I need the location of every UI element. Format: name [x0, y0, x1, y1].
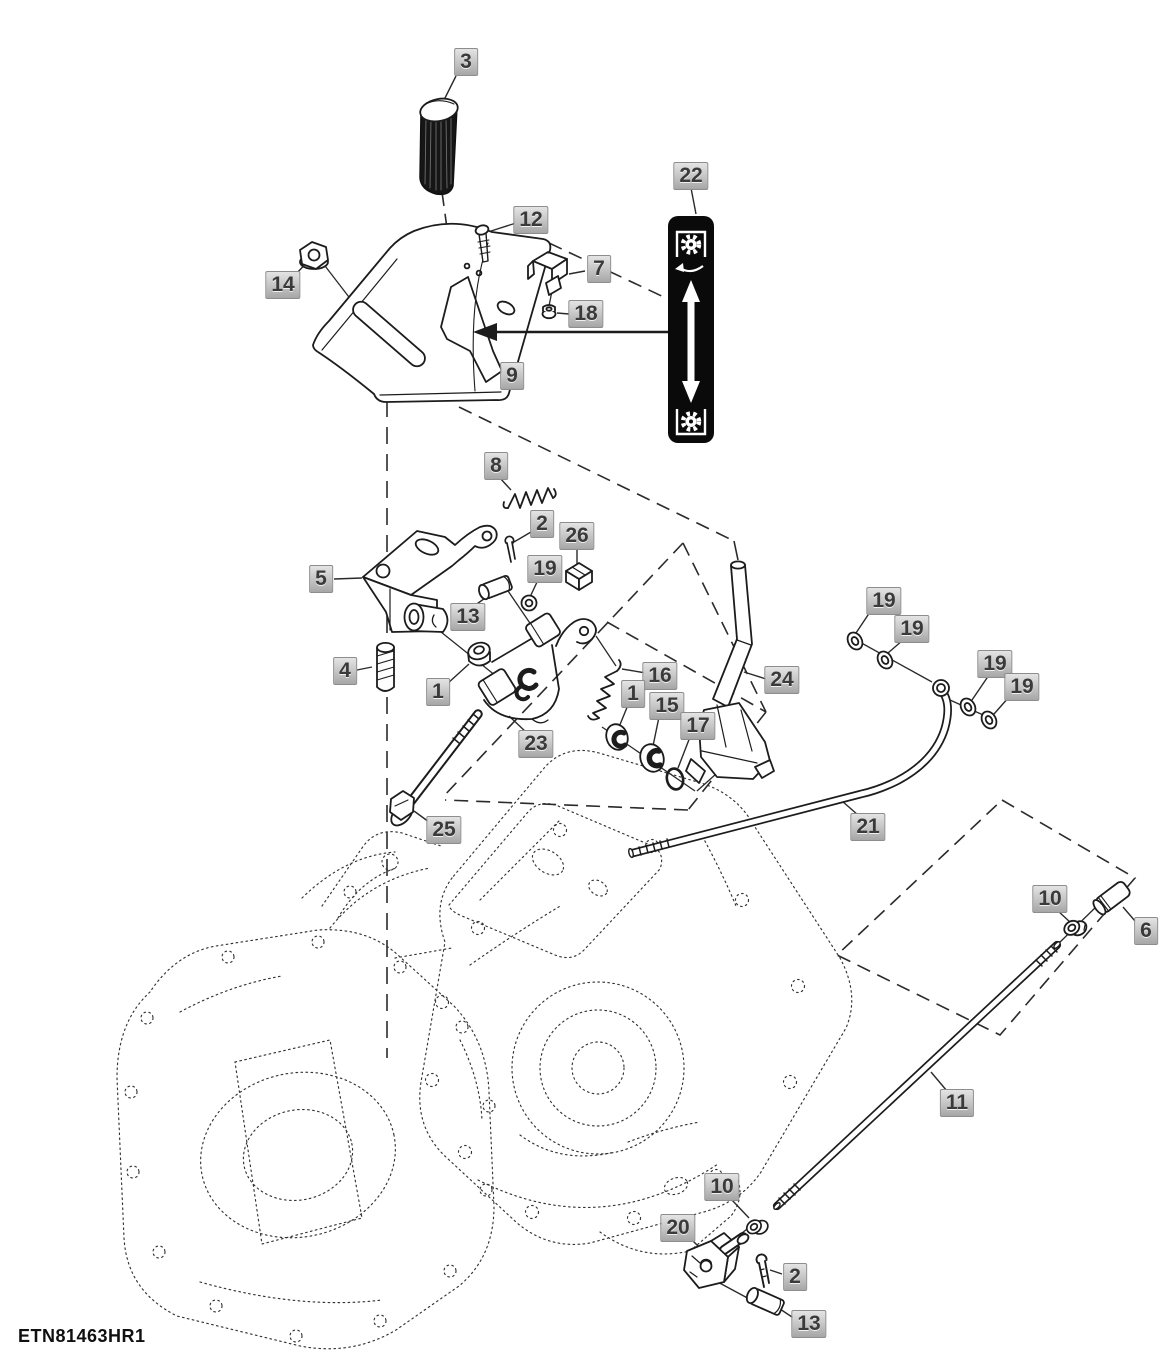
- transmission-housing-dotted: [116, 749, 853, 1350]
- part-spring-16: [587, 659, 622, 721]
- part-washer-19b: [846, 631, 864, 651]
- callout-8: 8: [484, 452, 508, 480]
- part-clevis-20: [683, 1232, 750, 1289]
- callout-13a: 13: [450, 603, 486, 631]
- part-washer-19a: [520, 594, 538, 612]
- part-pin-13b: [745, 1287, 785, 1316]
- gear-icon: [680, 411, 702, 432]
- rotate-arrow-icon: [675, 263, 704, 273]
- callout-18: 18: [568, 300, 604, 328]
- callout-25: 25: [426, 816, 462, 844]
- gear-icon: [680, 234, 702, 255]
- callout-13b: 13: [791, 1310, 827, 1338]
- callout-19b: 19: [866, 587, 902, 615]
- callout-26: 26: [559, 522, 595, 550]
- part-washer-19c: [876, 650, 894, 670]
- callout-10a: 10: [1032, 885, 1068, 913]
- part-nut-18: [541, 304, 557, 320]
- callout-19e: 19: [1004, 673, 1040, 701]
- callout-7: 7: [587, 255, 611, 283]
- part-nut-10a: [1063, 919, 1088, 937]
- part-bushing-1b: [605, 723, 629, 751]
- part-bushing-1a: [467, 641, 491, 667]
- part-bracket-5: [362, 524, 498, 633]
- callout-20: 20: [660, 1214, 696, 1242]
- part-cotter-pin-2a: [504, 535, 516, 563]
- callout-12: 12: [513, 206, 549, 234]
- callout-leader-lines: [296, 75, 1136, 1320]
- part-pin-13a: [478, 574, 513, 601]
- callout-15: 15: [649, 692, 685, 720]
- drawing-code: ETN81463HR1: [18, 1326, 146, 1346]
- callout-23: 23: [518, 730, 554, 758]
- part-rod-11: [772, 940, 1062, 1211]
- part-shift-plate-9: [312, 222, 552, 403]
- part-screw-12: [474, 224, 491, 263]
- callout-11: 11: [939, 1089, 975, 1117]
- callout-24: 24: [764, 666, 800, 694]
- callout-19c: 19: [894, 615, 930, 643]
- part-nut-10b: [745, 1219, 769, 1235]
- part-shift-decal-22: [668, 216, 714, 443]
- part-knob-3: [419, 97, 459, 196]
- part-spring-plunger-8: [502, 487, 557, 510]
- part-clip-26: [565, 562, 593, 591]
- callout-5: 5: [309, 565, 333, 593]
- part-cotter-pin-2b: [755, 1253, 770, 1288]
- double-arrow-icon: [682, 280, 700, 403]
- callout-21: 21: [850, 813, 886, 841]
- decal-pointer-arrow: [473, 323, 668, 341]
- callout-22: 22: [673, 162, 709, 190]
- part-bushing-15: [639, 743, 665, 773]
- callout-16: 16: [642, 662, 678, 690]
- part-lever-24: [685, 560, 775, 784]
- part-shift-arm-23: [477, 612, 597, 724]
- callout-3: 3: [454, 48, 478, 76]
- callout-14: 14: [265, 271, 301, 299]
- part-clip-7: [527, 251, 568, 296]
- callout-19a: 19: [527, 555, 563, 583]
- part-coupler-6: [1092, 881, 1131, 916]
- callout-6: 6: [1134, 917, 1158, 945]
- part-rod-21: [628, 679, 952, 859]
- callout-1b: 1: [621, 680, 645, 708]
- part-roll-pin-4: [376, 642, 395, 692]
- callout-9: 9: [500, 362, 524, 390]
- callout-2a: 2: [530, 510, 554, 538]
- part-washer-19d: [959, 697, 977, 717]
- callout-4: 4: [333, 657, 357, 685]
- part-flange-nut-14: [299, 241, 329, 270]
- part-oring-17: [665, 767, 685, 791]
- lever-guide-tick: [733, 540, 739, 561]
- part-bolt-25: [389, 709, 483, 827]
- part-washer-19e: [980, 710, 998, 730]
- callout-2b: 2: [783, 1263, 807, 1291]
- callout-1a: 1: [426, 678, 450, 706]
- callout-10b: 10: [704, 1173, 740, 1201]
- callout-17: 17: [680, 712, 716, 740]
